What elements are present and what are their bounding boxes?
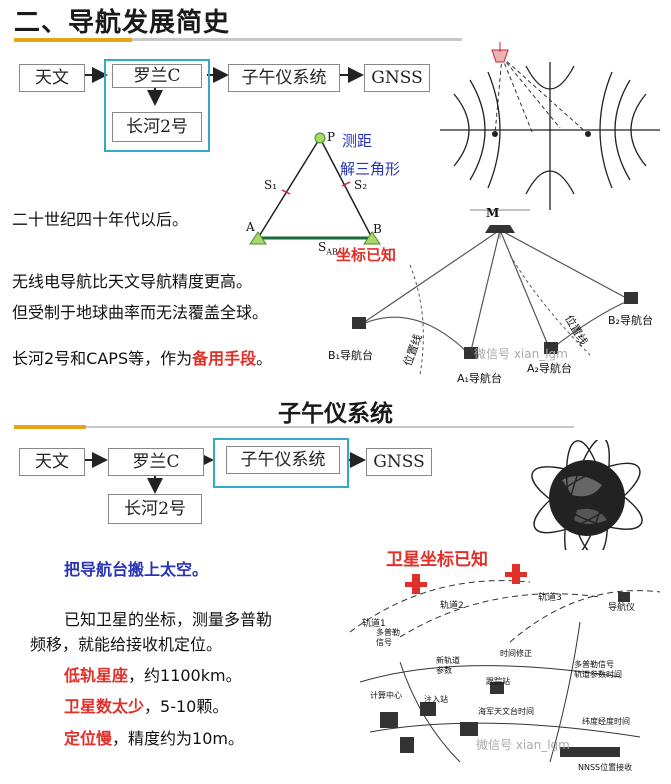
triangle-label-a: A [246,220,255,234]
text2-row3: 定位慢，精度约为10m。 [64,725,244,749]
loran-watermark: 微信号 xian_lgm [474,345,568,362]
flow1-node-gnss: GNSS [364,64,430,92]
flow1-node-astronomy: 天文 [19,64,85,92]
triangle-measure-label: 测距 [342,130,372,151]
flow2-node-astronomy: 天文 [19,448,85,476]
triangle-label-s2: S₂ [354,178,367,192]
page-title: 二、导航发展简史 [14,2,230,39]
transit-inject: 注入站 [424,694,448,705]
hyperbolic-diagram [440,42,660,212]
triangle-solve-label: 解三角形 [340,158,400,179]
text2-para1: 已知卫星的坐标，测量多普勒 [64,606,272,630]
transit-nav: 导航仪 [608,600,635,613]
section2-title: 子午仪系统 [0,394,671,428]
transit-track3: 轨道3 [538,590,562,603]
transit-track-station: 跟踪站 [486,676,510,687]
flow2-node-changhe: 长河2号 [108,494,202,524]
transit-geo: 纬度经度时间 [582,716,630,727]
transit-track2: 轨道2 [440,598,464,611]
text1-line3: 但受制于地球曲率而无法覆盖全球。 [12,299,268,323]
loran-label-a2: A₂导航台 [527,360,572,376]
loran-label-a1: A₁导航台 [457,370,502,386]
text2-para2: 频移，就能给接收机定位。 [30,631,222,655]
ship-icon [492,42,508,62]
transit-calc: 计算中心 [370,690,402,701]
transit-watermark: 微信号 xian_lgm [476,736,570,753]
flow2-node-gnss: GNSS [366,448,432,476]
loran-label-m: M [486,206,499,220]
flow2-node-loranc: 罗兰C [108,448,204,476]
text2-row2: 卫星数太少，5-10颗。 [64,693,228,717]
loran-label-b2: B₂导航台 [608,312,653,328]
title-underline-accent [14,38,132,42]
text1-line1: 二十世纪四十年代以后。 [12,206,188,230]
transit-doppler-signal: 多普勒信号轨道参数时间 [574,660,622,680]
text1-line4: 长河2号和CAPS等，作为备用手段。 [12,345,272,369]
flow1-node-changhe: 长河2号 [112,112,202,142]
loran-label-b1: B₁导航台 [328,347,373,363]
text2-row1: 低轨星座，约1100km。 [64,662,242,686]
transit-new-orbit: 新轨道参数 [436,656,460,676]
text1-line2: 无线电导航比天文导航精度更高。 [12,268,252,292]
transit-time-fix: 时间修正 [500,648,532,659]
triangle-label-s1: S₁ [264,178,277,192]
flow1-node-loranc: 罗兰C [112,64,202,88]
flow1-node-transit: 子午仪系统 [228,64,340,92]
globe-orbits-illustration [512,440,662,550]
flow2-node-transit: 子午仪系统 [226,446,340,474]
section2-underline-accent [14,425,86,429]
transit-doppler: 多普勒信号 [376,628,400,648]
section2-underline [14,426,574,428]
transit-naval-time: 海军天文台时间 [478,706,534,717]
triangle-label-p: P [327,130,335,144]
transit-nnss: NNSS位置接收 [578,762,632,773]
text2-blue-line: 把导航台搬上太空。 [64,556,208,580]
loran-station-diagram [340,205,670,390]
triangle-label-sab: SAB [318,240,338,256]
